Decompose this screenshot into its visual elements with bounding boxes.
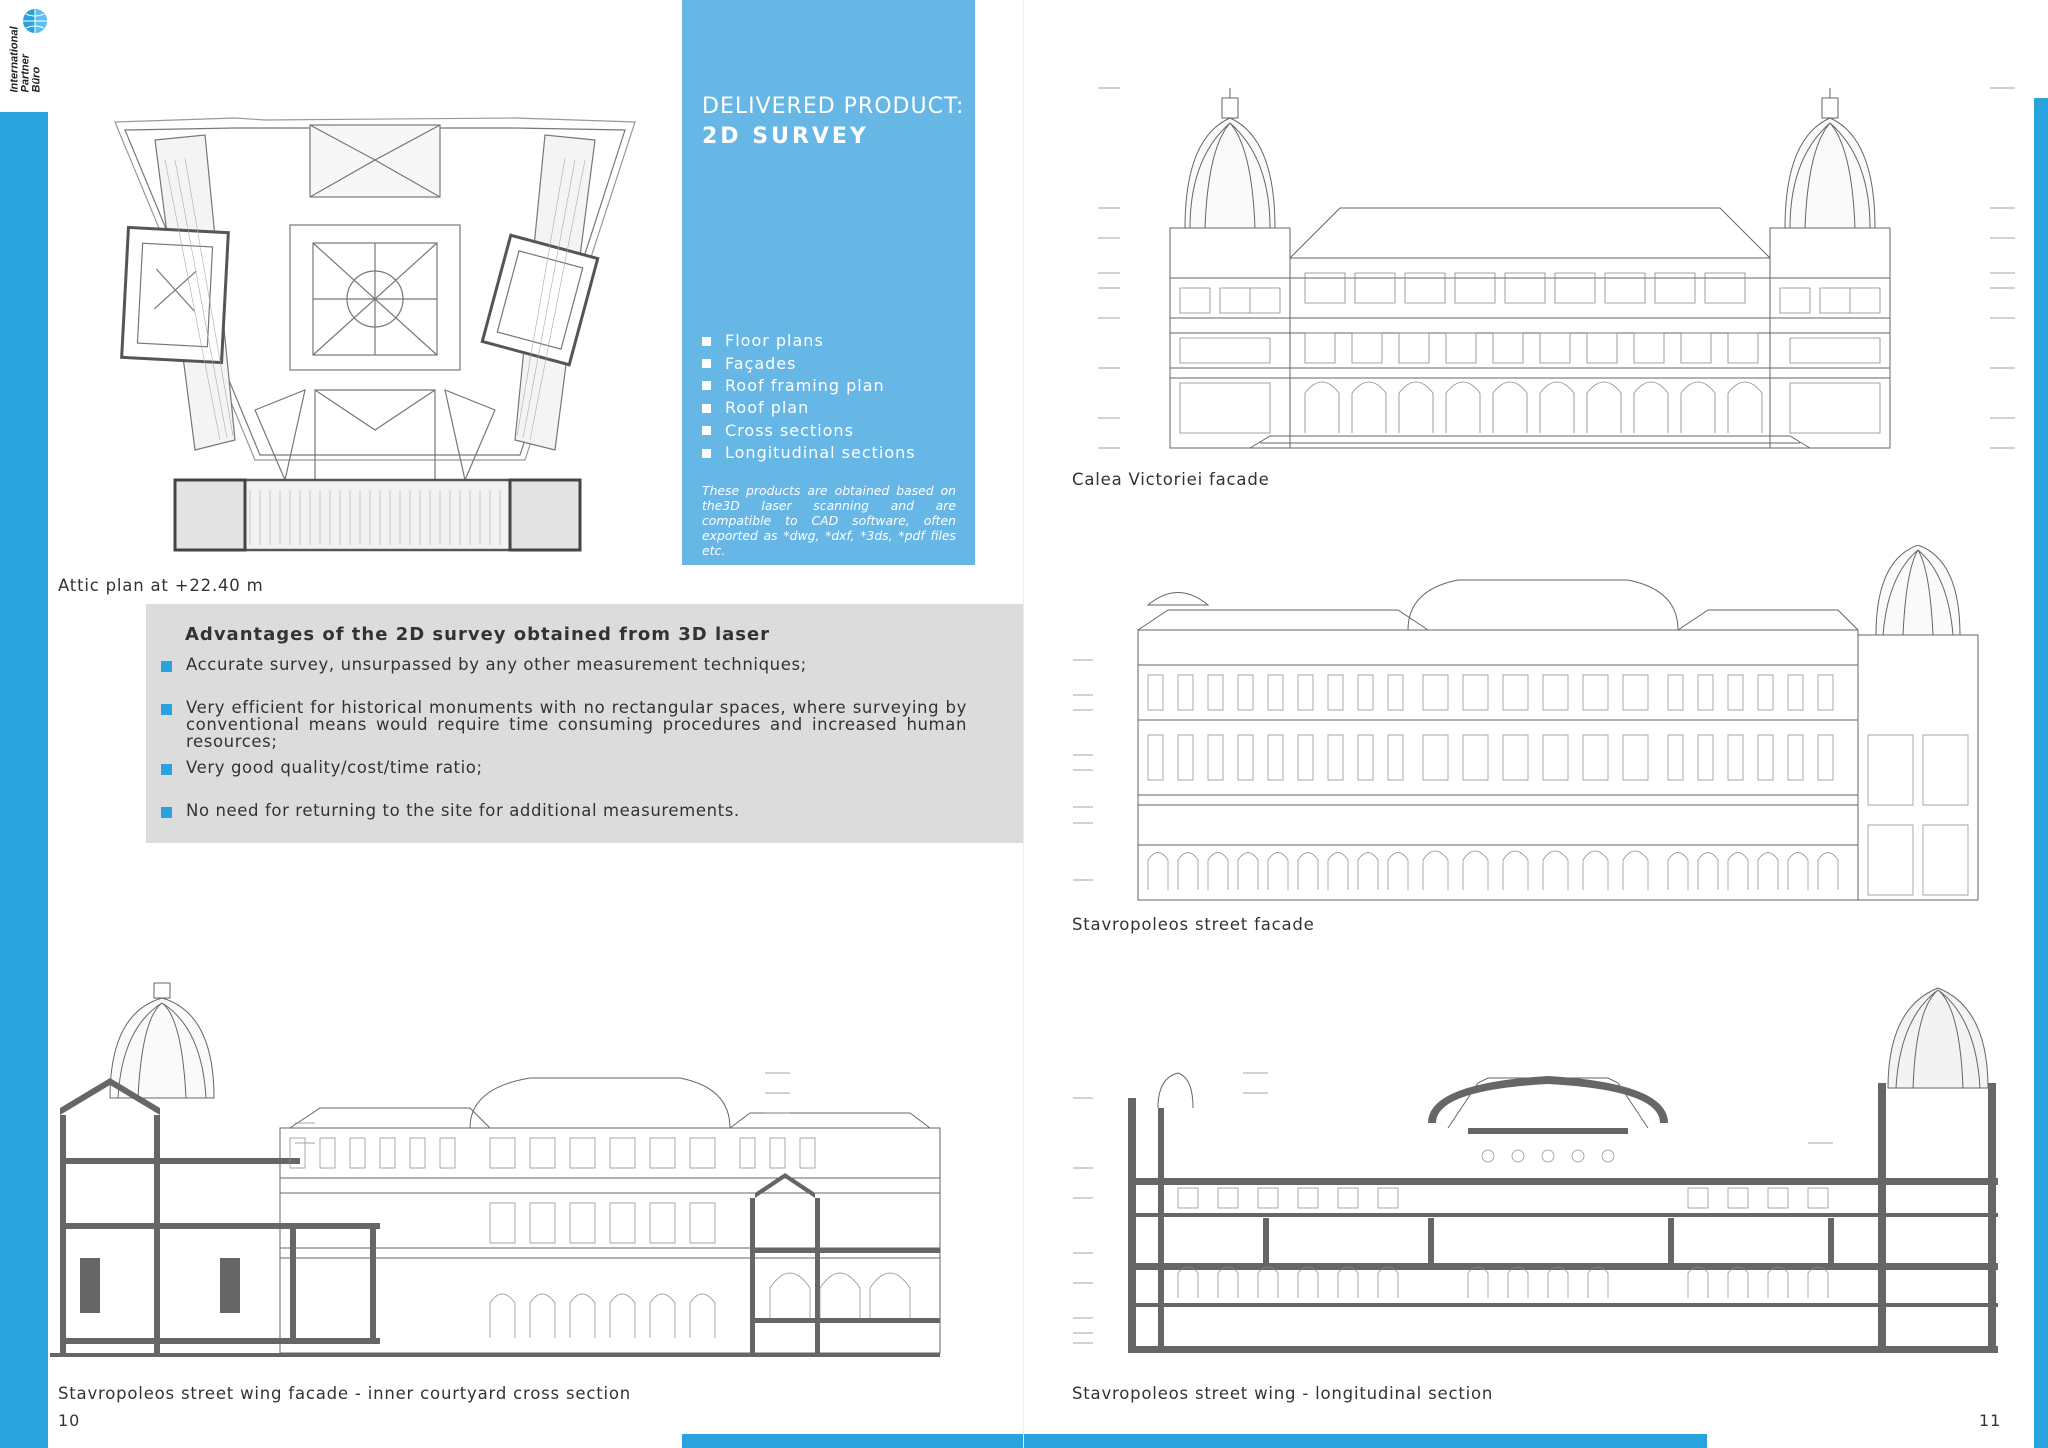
caption-stavropoleos-facade: Stavropoleos street facade bbox=[1072, 915, 1315, 934]
caption-longitudinal-section: Stavropoleos street wing - longitudinal … bbox=[1072, 1384, 1494, 1403]
advantage-item: Very efficient for historical monuments … bbox=[161, 699, 967, 750]
calea-victoriei-facade-drawing bbox=[1098, 87, 2015, 449]
page-number-left: 10 bbox=[58, 1411, 81, 1430]
advantage-item: No need for returning to the site for ad… bbox=[161, 802, 967, 819]
globe-icon bbox=[23, 9, 47, 33]
product-item: Floor plans bbox=[702, 330, 916, 352]
caption-cross-section: Stavropoleos street wing facade - inner … bbox=[58, 1384, 632, 1403]
right-accent-bar bbox=[2034, 98, 2048, 1448]
product-item: Roof framing plan bbox=[702, 375, 916, 397]
advantage-item: Accurate survey, unsurpassed by any othe… bbox=[161, 656, 967, 673]
delivered-product-panel: DELIVERED PRODUCT: 2D SURVEY Floor plans… bbox=[682, 0, 975, 565]
advantage-item: Very good quality/cost/time ratio; bbox=[161, 759, 967, 776]
bottom-accent-bar bbox=[682, 1434, 1707, 1448]
stavropoleos-facade-drawing bbox=[1073, 545, 1979, 901]
left-accent-bar bbox=[0, 112, 48, 1448]
advantages-title: Advantages of the 2D survey obtained fro… bbox=[185, 624, 771, 645]
bullet-square-icon bbox=[702, 381, 711, 391]
product-item: Façades bbox=[702, 352, 916, 374]
bullet-square-icon bbox=[702, 359, 711, 369]
bullet-square-icon bbox=[702, 448, 711, 458]
bullet-square-icon bbox=[702, 426, 711, 436]
caption-calea-victoriei: Calea Victoriei facade bbox=[1072, 470, 1270, 489]
page-number-right: 11 bbox=[1979, 1411, 2002, 1430]
product-item: Longitudinal sections bbox=[702, 442, 916, 464]
product-item: Roof plan bbox=[702, 397, 916, 419]
product-item: Cross sections bbox=[702, 420, 916, 442]
bullet-square-icon bbox=[161, 764, 172, 775]
advantages-panel: Advantages of the 2D survey obtained fro… bbox=[146, 604, 1023, 843]
bullet-square-icon bbox=[161, 807, 172, 818]
promo-title-line1: DELIVERED PRODUCT: bbox=[702, 94, 965, 119]
cross-section-drawing bbox=[50, 982, 941, 1357]
promo-title-line2: 2D SURVEY bbox=[702, 124, 869, 149]
promo-note: These products are obtained based on the… bbox=[702, 483, 956, 558]
longitudinal-section-drawing bbox=[1073, 987, 1998, 1353]
attic-plan-drawing bbox=[114, 117, 636, 552]
caption-attic-plan: Attic plan at +22.40 m bbox=[58, 576, 264, 595]
company-logo: International Partner Büro bbox=[0, 0, 50, 94]
bullet-square-icon bbox=[161, 661, 172, 672]
product-list: Floor plans Façades Roof framing plan Ro… bbox=[702, 330, 916, 464]
bullet-square-icon bbox=[702, 403, 711, 413]
bullet-square-icon bbox=[161, 704, 172, 715]
page-divider bbox=[1023, 0, 1024, 1448]
bullet-square-icon bbox=[702, 336, 711, 346]
